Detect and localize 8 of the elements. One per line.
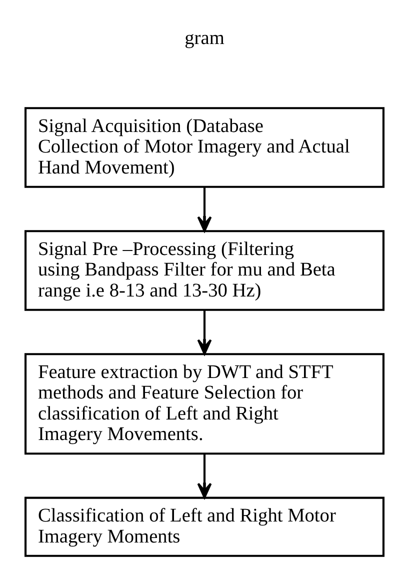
label: gram	[184, 28, 224, 50]
node-box: Signal Pre –Processing (Filtering using Bandpass Filter for mu and Beta range i.e 8-13 and 13-30 Hz)	[24, 230, 384, 311]
node-box: Feature extraction by DWT and STFT methods and Feature Selection for classification of Left and Right Imagery Movements.	[24, 353, 384, 455]
arrow	[197, 186, 212, 232]
arrow	[197, 310, 212, 355]
node-box: Signal Acquisition (Database Collection of Motor Imagery and Actual Hand Movement)	[24, 107, 384, 188]
node-box: Classification of Left and Right Motor Imagery Moments	[24, 496, 384, 557]
arrow	[197, 454, 212, 499]
